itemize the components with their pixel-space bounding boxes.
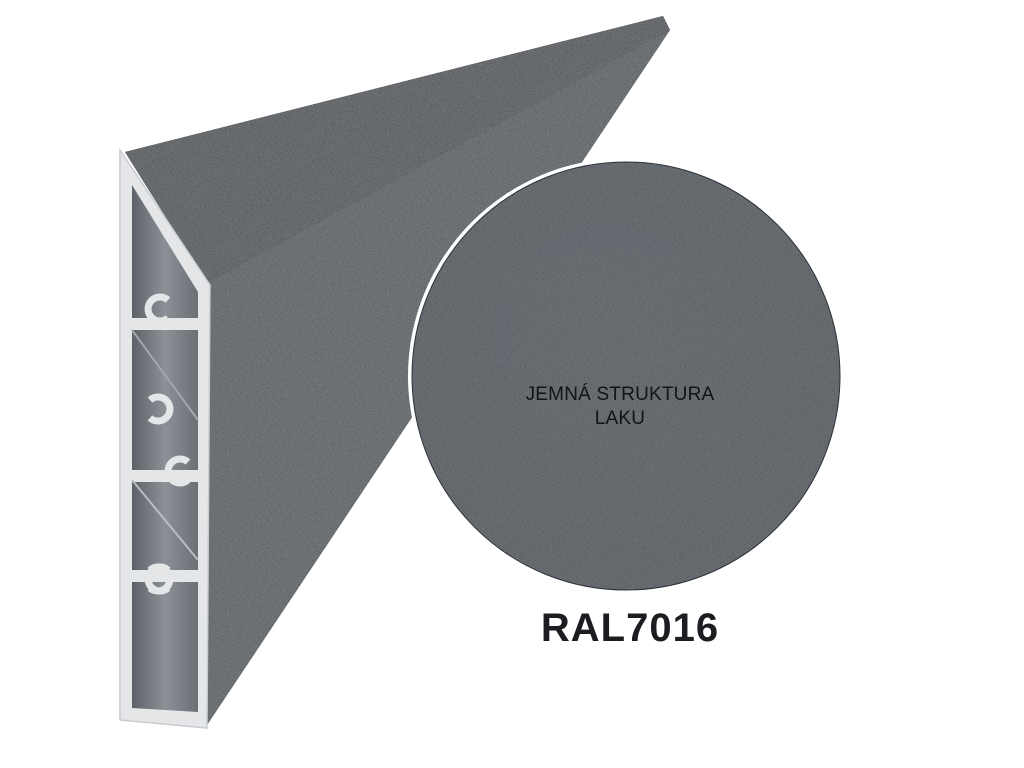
swatch-caption-line-1: JEMNÁ STRUKTURA: [525, 384, 715, 405]
profile-end-section: [119, 147, 211, 729]
texture-swatch-disc: [408, 158, 844, 594]
color-code-label: RAL7016: [540, 606, 720, 650]
swatch-caption: JEMNÁ STRUKTURA LAKU: [470, 383, 770, 431]
swatch-caption-line-2: LAKU: [594, 408, 646, 429]
